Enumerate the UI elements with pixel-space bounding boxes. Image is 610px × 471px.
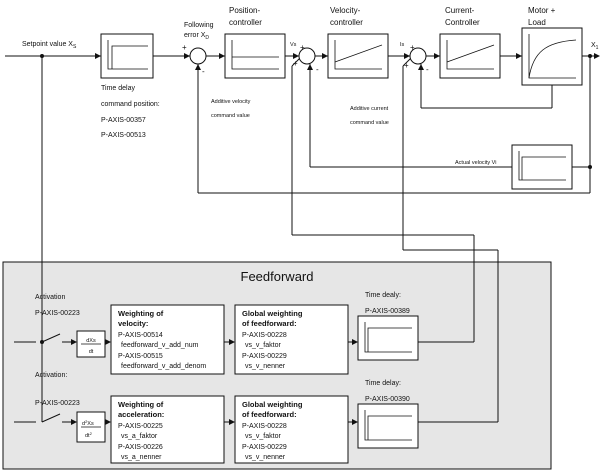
velocity-feedback-block	[511, 144, 573, 190]
svg-text:velocity:: velocity:	[118, 319, 148, 328]
sign-plus-3: +	[293, 59, 298, 68]
time-delay-block	[100, 33, 154, 79]
vs-label: Vs	[290, 42, 297, 48]
svg-text:dXs: dXs	[86, 338, 96, 344]
time-delay-note-1: Time delay	[101, 85, 135, 92]
sign-plus-5: +	[404, 61, 409, 70]
velocity-controller-label-2: controller	[330, 18, 363, 27]
svg-text:vs_a_nenner: vs_a_nenner	[121, 454, 162, 461]
velocity-controller-label-1: Velocity-	[330, 6, 361, 15]
svg-text:feedforward_v_add_num: feedforward_v_add_num	[121, 342, 199, 349]
is-label: Is	[400, 42, 405, 48]
svg-text:P-AXIS-00229: P-AXIS-00229	[242, 353, 287, 360]
time-delay-note-2: command position:	[101, 101, 160, 108]
svg-text:vs_a_faktor: vs_a_faktor	[121, 433, 158, 440]
position-controller-label-1: Position-	[229, 6, 260, 15]
sign-plus-1: +	[182, 43, 187, 52]
first-derivative-block: dXs dt	[76, 330, 106, 358]
sign-minus-2: -	[316, 65, 319, 74]
activation-switch-velocity	[41, 333, 71, 343]
sign-minus-3: -	[426, 65, 429, 74]
time-delay-1-title: Time dealy:	[365, 292, 401, 299]
velocity-controller-block	[327, 33, 389, 79]
svg-text:P-AXIS-00228: P-AXIS-00228	[242, 423, 287, 430]
main-signal-lines	[5, 55, 598, 423]
time-delay-1-param: P-AXIS-00389	[365, 308, 410, 315]
svg-text:d2Xs: d2Xs	[82, 419, 94, 427]
time-delay-note-4: P-AXIS-00513	[101, 132, 146, 139]
motor-load-block	[521, 27, 583, 86]
summing-junction-velocity	[298, 47, 316, 65]
svg-text:P-AXIS-00228: P-AXIS-00228	[242, 332, 287, 339]
following-error-label-1: Following	[184, 22, 214, 29]
activation-2-param: P-AXIS-00223	[35, 400, 80, 407]
setpoint-label: Setpoint value XS	[22, 41, 77, 50]
svg-text:vs_v_nenner: vs_v_nenner	[245, 363, 286, 370]
svg-text:dt: dt	[89, 349, 94, 355]
svg-text:P-AXIS-00515: P-AXIS-00515	[118, 353, 163, 360]
svg-text:vs_v_faktor: vs_v_faktor	[245, 342, 281, 349]
sign-plus-2: +	[300, 43, 305, 52]
svg-text:vs_v_nenner: vs_v_nenner	[245, 454, 286, 461]
global-weighting-velocity-block: Global weighting of feedforward: P-AXIS-…	[234, 304, 349, 375]
second-derivative-block: d2Xs dt2	[76, 411, 106, 443]
sign-plus-4: +	[410, 43, 415, 52]
svg-text:vs_v_faktor: vs_v_faktor	[245, 433, 281, 440]
summing-junction-current	[409, 47, 427, 65]
additive-velocity-note-2: command value	[211, 113, 250, 119]
activation-switch-acceleration	[41, 413, 71, 423]
svg-text:Weighting of: Weighting of	[118, 309, 164, 318]
additive-velocity-note-1: Additive velocity	[211, 99, 251, 105]
time-delay-1-block	[357, 315, 419, 361]
time-delay-2-title: Time delay:	[365, 380, 401, 387]
svg-text:of feedforward:: of feedforward:	[242, 410, 297, 419]
svg-text:P-AXIS-00225: P-AXIS-00225	[118, 423, 163, 430]
activation-2-label: Activation:	[35, 372, 67, 379]
svg-text:Weighting of: Weighting of	[118, 400, 164, 409]
time-delay-2-block	[357, 403, 419, 449]
motor-load-label-1: Motor +	[528, 6, 556, 15]
svg-text:P-AXIS-00514: P-AXIS-00514	[118, 332, 163, 339]
position-controller-label-2: controller	[229, 18, 262, 27]
current-controller-label-1: Current-	[445, 6, 475, 15]
additive-current-note-2: command value	[350, 120, 389, 126]
feedforward-title: Feedforward	[241, 269, 314, 284]
weighting-velocity-block: Weighting of velocity: P-AXIS-00514 feed…	[110, 304, 225, 375]
activation-1-label: Activation	[35, 294, 65, 301]
summing-junction-position	[189, 47, 207, 65]
current-controller-label-2: Controller	[445, 18, 480, 27]
svg-text:P-AXIS-00226: P-AXIS-00226	[118, 444, 163, 451]
activation-1-param: P-AXIS-00223	[35, 310, 80, 317]
weighting-acceleration-block: Weighting of acceleration: P-AXIS-00225 …	[110, 395, 225, 464]
motor-load-label-2: Load	[528, 18, 546, 27]
following-error-label-2: error XD	[184, 32, 209, 41]
svg-text:P-AXIS-00229: P-AXIS-00229	[242, 444, 287, 451]
additive-current-note-1: Additive current	[350, 106, 389, 112]
svg-text:Global weighting: Global weighting	[242, 400, 303, 409]
svg-text:of feedforward:: of feedforward:	[242, 319, 297, 328]
global-weighting-acceleration-block: Global weighting of feedforward: P-AXIS-…	[234, 395, 349, 464]
svg-text:acceleration:: acceleration:	[118, 410, 164, 419]
output-label: X1	[591, 42, 599, 51]
actual-velocity-label: Actual velocity Vi	[455, 160, 496, 166]
svg-text:Global weighting: Global weighting	[242, 309, 303, 318]
time-delay-note-3: P-AXIS-00357	[101, 117, 146, 124]
svg-text:feedforward_v_add_denom: feedforward_v_add_denom	[121, 363, 206, 370]
current-controller-block	[439, 33, 501, 79]
svg-text:dt2: dt2	[85, 431, 93, 439]
time-delay-2-param: P-AXIS-00390	[365, 396, 410, 403]
position-controller-block	[224, 33, 286, 79]
sign-minus-1: -	[202, 67, 205, 76]
